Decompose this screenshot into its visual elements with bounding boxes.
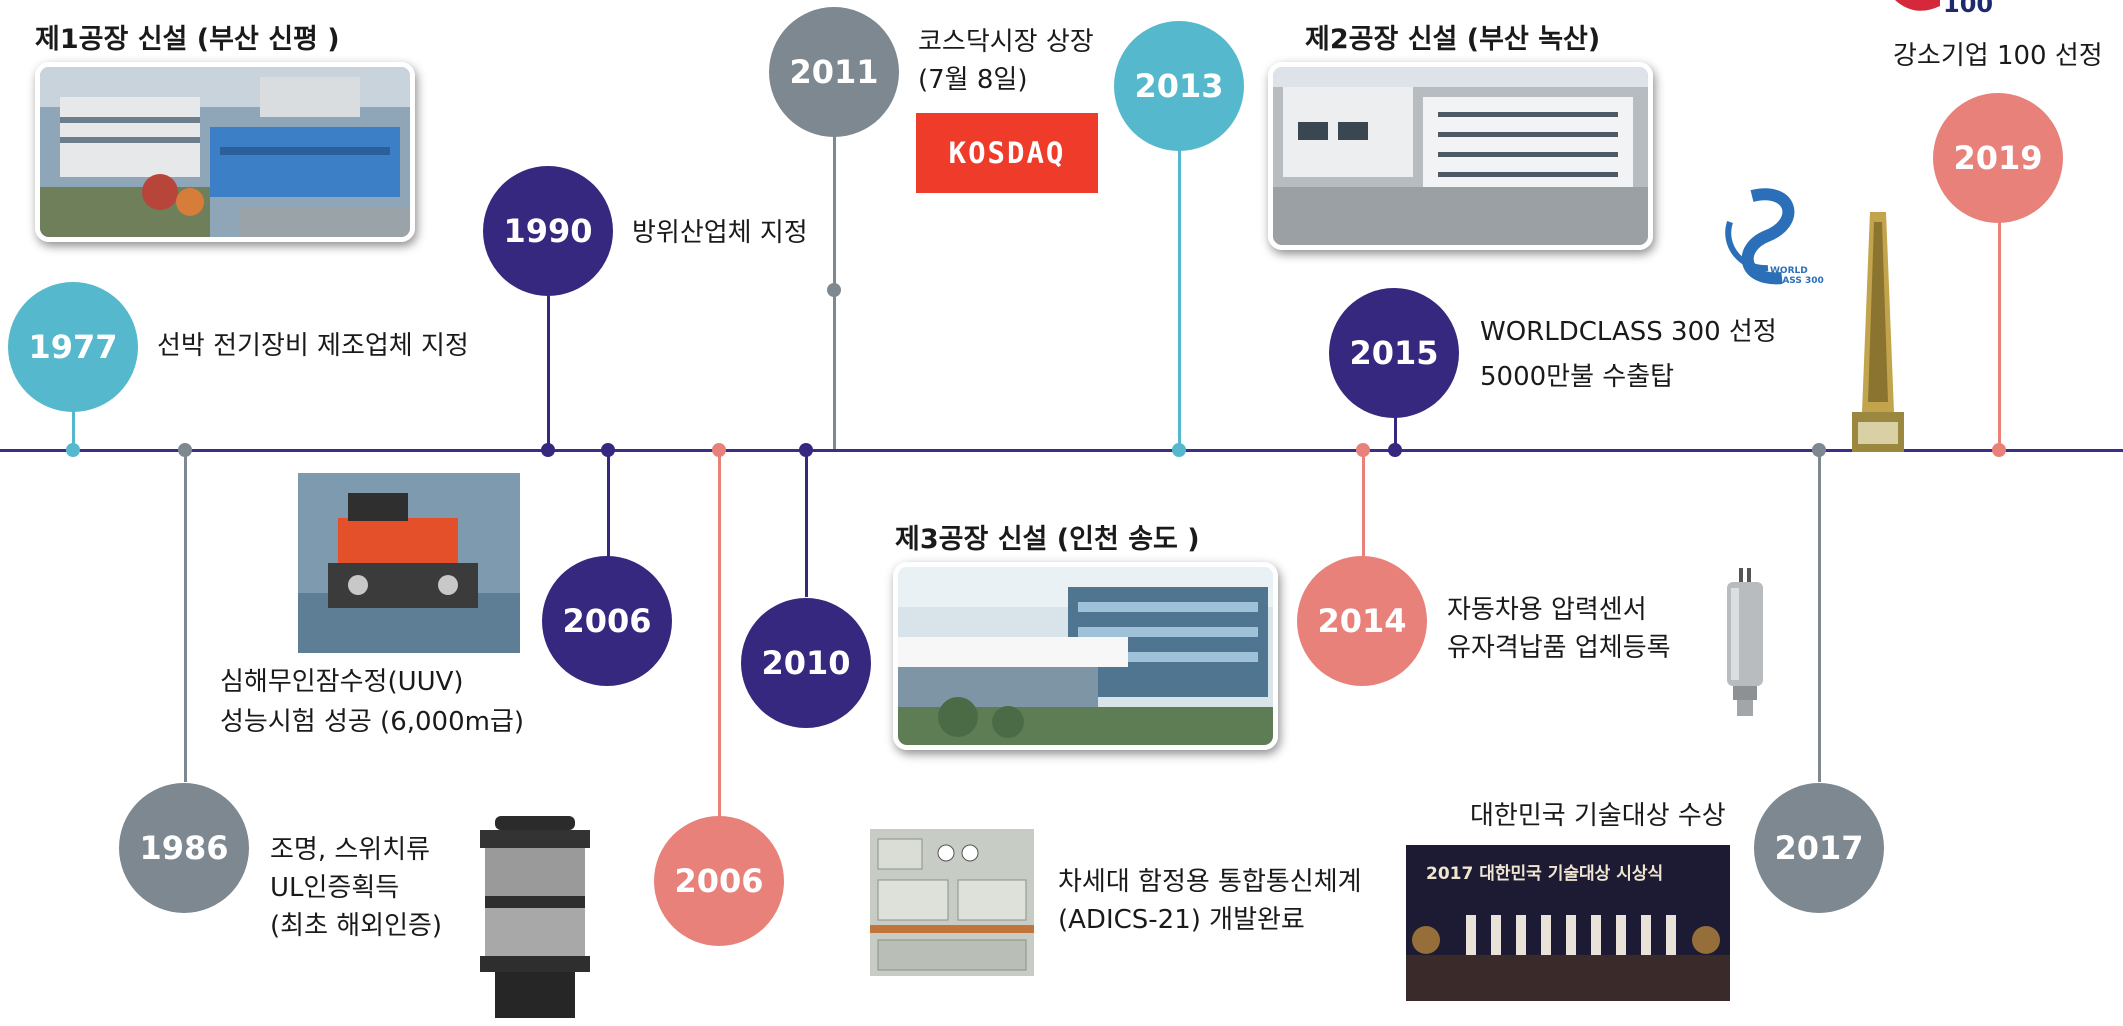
milestone-1990-text: 방위산업체 지정 [632,218,808,248]
axis-dot [712,443,726,457]
award-photo-caption: 2017 대한민국 기술대상 시상식 [1426,864,1664,884]
milestone-2014-text-1: 자동차용 압력센서 [1447,595,1647,625]
factory2-photo [1268,62,1653,250]
kosdaq-logo-text: KOSDAQ [948,136,1066,170]
year-circle-2006-uuv: 2006 [542,556,672,686]
year-circle-2010: 2010 [741,598,871,728]
milestone-1986-text-3: (최초 해외인증) [270,911,443,941]
axis-dot [1172,443,1186,457]
year-circle-2011: 2011 [769,7,899,137]
adics-cabinet-photo [866,825,1038,980]
milestone-2011-text-1: 코스닥시장 상장 [918,27,1094,57]
year-circle-1990: 1990 [483,166,613,296]
kosdaq-logo: KOSDAQ [916,113,1098,193]
axis-dot [601,443,615,457]
year-circle-2006-adics: 2006 [654,816,784,946]
axis-dot [178,443,192,457]
axis-dot [827,283,841,297]
lantern-photo [460,812,610,1026]
milestone-2019-text: 강소기업 100 선정 [1893,41,2103,71]
milestone-2006-adics-text-2: (ADICS-21) 개발완료 [1058,905,1305,935]
milestone-1977-text: 선박 전기장비 제조업체 지정 [157,331,469,361]
milestone-2017-text: 대한민국 기술대상 수상 [1470,801,1726,831]
stem-2014 [1362,452,1365,557]
uuv-photo [298,473,520,653]
stem-1986 [184,452,187,782]
milestone-1986-text-1: 조명, 스위치류 [270,835,431,865]
year-circle-1977: 1977 [8,282,138,412]
stem-2010 [805,452,808,597]
axis-dot [1388,443,1402,457]
stem-1977 [72,382,75,449]
stem-1990 [547,296,550,449]
worldclass-logo-text: WORLD CLASS 300 [1770,266,1824,286]
axis-dot [1992,443,2006,457]
year-circle-2019: 2019 [1933,93,2063,223]
milestone-2015-text-2: 5000만불 수출탑 [1480,362,1675,392]
milestone-2011-text-2: (7월 8일) [918,65,1028,95]
award-ceremony-photo: 2017 대한민국 기술대상 시상식 [1406,845,1730,1001]
top100-badge: 100 [1895,0,2015,18]
milestone-2006-uuv-text-2: 성능시험 성공 (6,000m급) [220,707,525,737]
worldclass-300-logo: WORLD CLASS 300 [1712,182,1832,294]
year-circle-2014: 2014 [1297,556,1427,686]
year-circle-2013: 2013 [1114,21,1244,151]
stem-2006-adics [718,452,721,817]
axis-dot [799,443,813,457]
milestone-2006-adics-text-1: 차세대 함정용 통합통신체계 [1058,867,1362,897]
timeline-axis [0,449,2123,452]
year-circle-1986: 1986 [119,783,249,913]
pressure-sensor-photo [1715,568,1775,718]
stem-2006-uuv [607,452,610,562]
stem-2017 [1818,452,1821,782]
stem-2013 [1178,150,1181,449]
axis-dot [1356,443,1370,457]
axis-dot [66,443,80,457]
factory3-title: 제3공장 신설 (인천 송도 ) [895,524,1200,555]
axis-dot [1812,443,1826,457]
axis-dot [541,443,555,457]
year-circle-2015: 2015 [1329,288,1459,418]
factory2-title: 제2공장 신설 (부산 녹산) [1305,24,1601,55]
export-tower-trophy [1842,212,1914,452]
factory3-photo [893,562,1278,750]
year-circle-2017: 2017 [1754,783,1884,913]
milestone-2014-text-2: 유자격납품 업체등록 [1447,633,1671,663]
stem-2015 [1394,415,1397,449]
milestone-2006-uuv-text-1: 심해무인잠수정(UUV) [220,667,464,697]
milestone-2015-text-1: WORLDCLASS 300 선정 [1480,317,1777,347]
stem-2019 [1998,222,2001,449]
factory1-title: 제1공장 신설 (부산 신평 ) [35,24,340,55]
factory1-photo [35,62,415,242]
top100-badge-number: 100 [1943,0,1994,18]
milestone-1986-text-2: UL인증획득 [270,873,400,903]
